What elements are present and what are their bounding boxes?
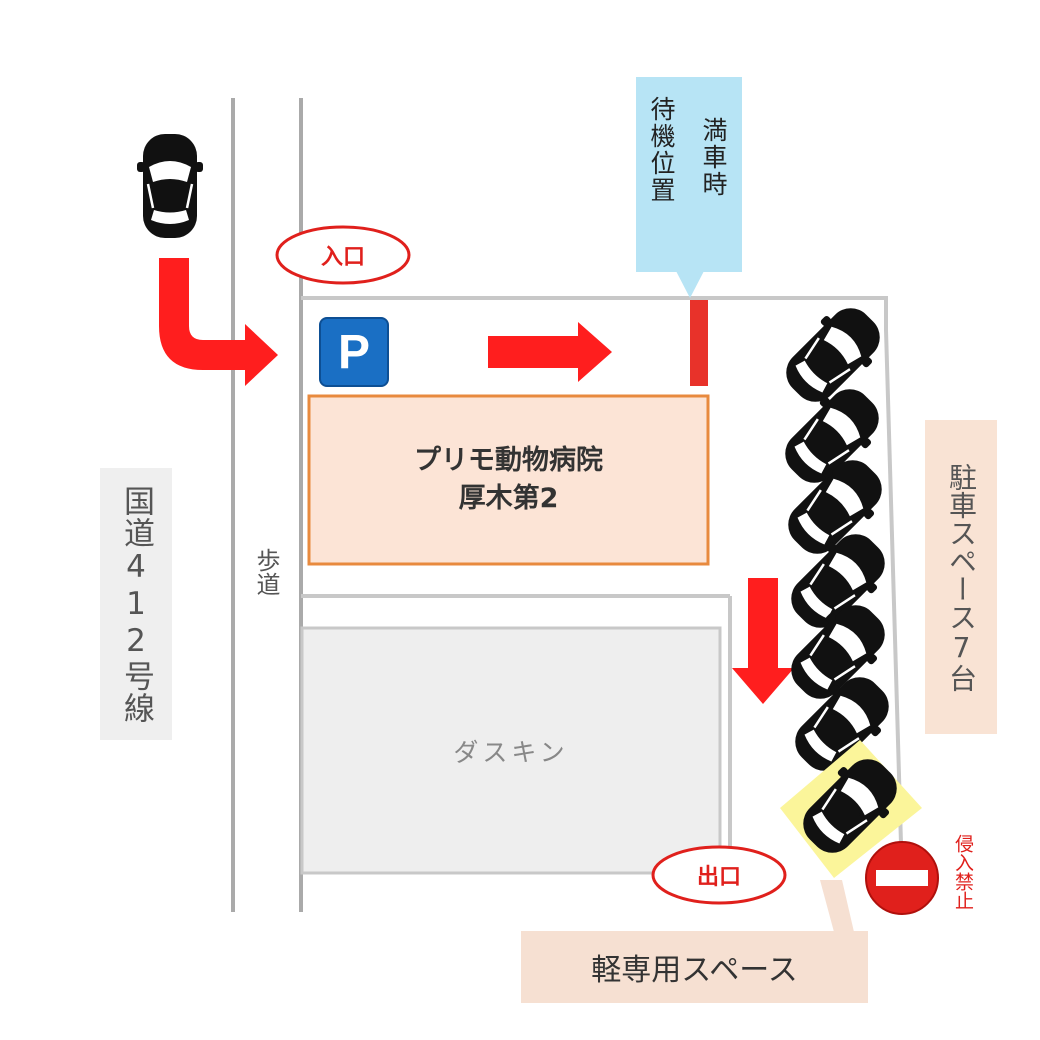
- route-arrow-icon: [732, 578, 794, 704]
- duskin-label: ダスキン: [453, 737, 569, 767]
- exit-label: 出口: [696, 865, 741, 890]
- parking-sign-icon: P: [337, 325, 370, 379]
- waiting-label-line1: 満車時: [699, 117, 728, 198]
- hospital-branch: 厚木第2: [458, 483, 559, 514]
- parking-space-label: 駐車スペース7台: [925, 420, 997, 734]
- lot-boundary: [301, 296, 904, 879]
- route-arrow-icon: [159, 258, 278, 386]
- duskin-building: [300, 626, 722, 875]
- entrance-label: 入口: [320, 245, 365, 270]
- road-label: 国道412号線: [100, 468, 172, 740]
- waiting-label-line2: 待機位置: [647, 96, 676, 204]
- exit-oval: [651, 845, 787, 905]
- kei-space-label: 軽専用スペース: [521, 931, 868, 1003]
- entrance-oval: [275, 225, 411, 285]
- hospital-building: [307, 394, 710, 566]
- no-entry-bar: [876, 870, 928, 886]
- route-arrow-icon: [488, 322, 612, 382]
- sidewalk-label: 歩道: [252, 548, 280, 596]
- car-icon: [135, 132, 205, 240]
- kei-callout-pointer: [820, 880, 854, 932]
- waiting-callout-pointer: [676, 271, 704, 298]
- no-entry-label: 侵入禁止: [952, 834, 974, 910]
- waiting-position-bar: [690, 300, 708, 386]
- hospital-label: プリモ動物病院 厚木第2: [309, 396, 708, 564]
- waiting-callout: [636, 77, 742, 272]
- parking-sign-bg: [319, 317, 389, 387]
- hospital-name: プリモ動物病院: [414, 445, 603, 476]
